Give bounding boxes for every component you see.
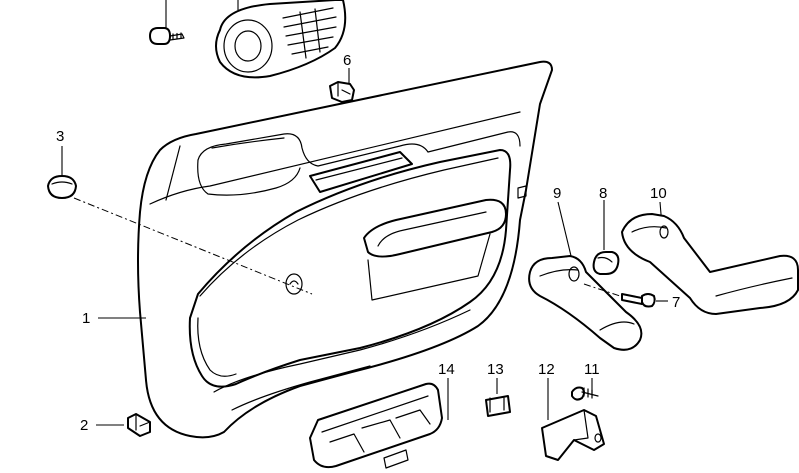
small-clip-part-13 — [485, 378, 511, 417]
callout-10: 10 — [650, 185, 667, 202]
callout-3: 3 — [56, 128, 64, 145]
grip-handle-part-9 — [528, 201, 643, 351]
callout-6: 6 — [343, 52, 351, 69]
clip-part-6 — [329, 68, 355, 103]
callout-13: 13 — [487, 361, 504, 378]
callout-2: 2 — [80, 417, 88, 434]
callout-14: 14 — [438, 361, 455, 378]
cap-part-8 — [592, 200, 620, 275]
top-screw — [149, 0, 185, 45]
speaker-grille-part — [215, 0, 347, 79]
clip-part-3 — [47, 146, 77, 199]
callout-11: 11 — [584, 361, 600, 378]
callout-7: 7 — [672, 294, 680, 311]
assembly-guide-line — [73, 197, 313, 295]
storage-tray-part-14 — [309, 378, 449, 469]
callout-8: 8 — [599, 185, 607, 202]
screw-part-2 — [96, 413, 151, 437]
grip-handle-part-10 — [621, 201, 799, 315]
callout-1: 1 — [82, 310, 90, 327]
door-trim-panel — [137, 60, 553, 439]
screw-part-7 — [583, 283, 668, 308]
screw-part-11 — [571, 378, 599, 401]
callout-9: 9 — [553, 185, 561, 202]
callout-12: 12 — [538, 361, 555, 378]
bracket-part-12 — [541, 378, 605, 461]
